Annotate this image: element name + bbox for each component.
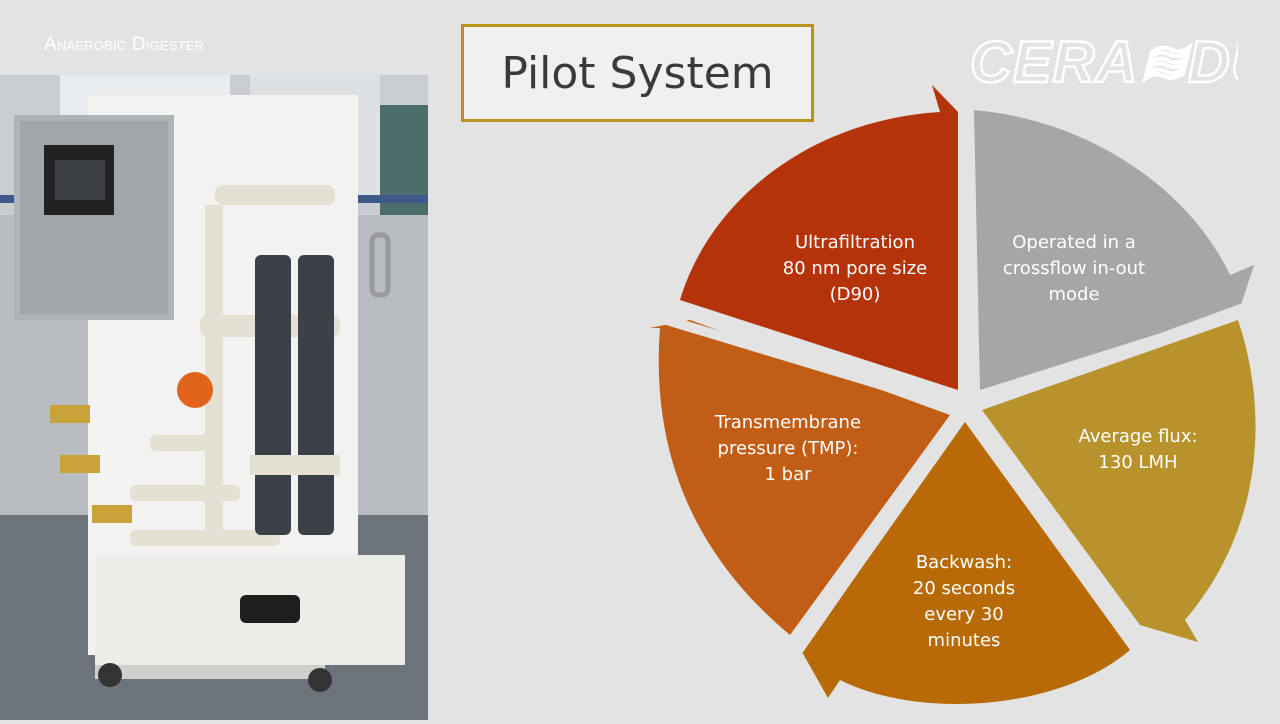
ultrafiltration-line-3: (D90) — [829, 284, 881, 305]
ultrafiltration-line-2: 80 nm pore size — [782, 258, 928, 279]
logo-text: CERA≋DUR. — [970, 30, 1238, 92]
tmp-text: Transmembrane pressure (TMP): 1 bar — [715, 410, 861, 488]
tmp-line-3: 1 bar — [764, 464, 812, 485]
crossflow-line-1: Operated in a — [1012, 232, 1136, 253]
section-label: Anaerobic Digester — [44, 34, 205, 55]
flux-line-1: Average flux: — [1078, 426, 1198, 447]
segment-flux — [982, 320, 1256, 642]
crossflow-text: Operated in a crossflow in-out mode — [1003, 230, 1145, 308]
crossflow-line-2: crossflow in-out — [1002, 258, 1146, 279]
ultrafiltration-text: Ultrafiltration 80 nm pore size (D90) — [783, 230, 927, 308]
backwash-line-2: 20 seconds — [912, 578, 1016, 599]
ultrafiltration-line-1: Ultrafiltration — [795, 232, 915, 253]
segment-ultrafiltration — [680, 85, 958, 390]
tmp-line-2: pressure (TMP): — [717, 438, 859, 459]
segment-tmp — [650, 320, 950, 635]
cycle-diagram: Ultrafiltration 80 nm pore size (D90) Op… — [640, 80, 1280, 720]
segment-backwash — [802, 422, 1130, 704]
slide-title: Pilot System — [501, 47, 774, 99]
backwash-line-1: Backwash: — [915, 552, 1013, 573]
flux-line-2: 130 LMH — [1098, 452, 1178, 473]
crossflow-line-3: mode — [1048, 284, 1100, 305]
title-box: Pilot System — [461, 24, 814, 122]
segment-crossflow — [974, 110, 1254, 390]
backwash-line-4: minutes — [927, 630, 1001, 651]
ceradur-logo: CERA≋DUR. — [966, 29, 1280, 96]
backwash-line-3: every 30 — [924, 604, 1004, 625]
tmp-line-1: Transmembrane — [714, 412, 862, 433]
pilot-system-photo — [0, 75, 428, 720]
backwash-text: Backwash: 20 seconds every 30 minutes — [913, 550, 1015, 654]
flux-text: Average flux: 130 LMH — [1078, 424, 1197, 476]
